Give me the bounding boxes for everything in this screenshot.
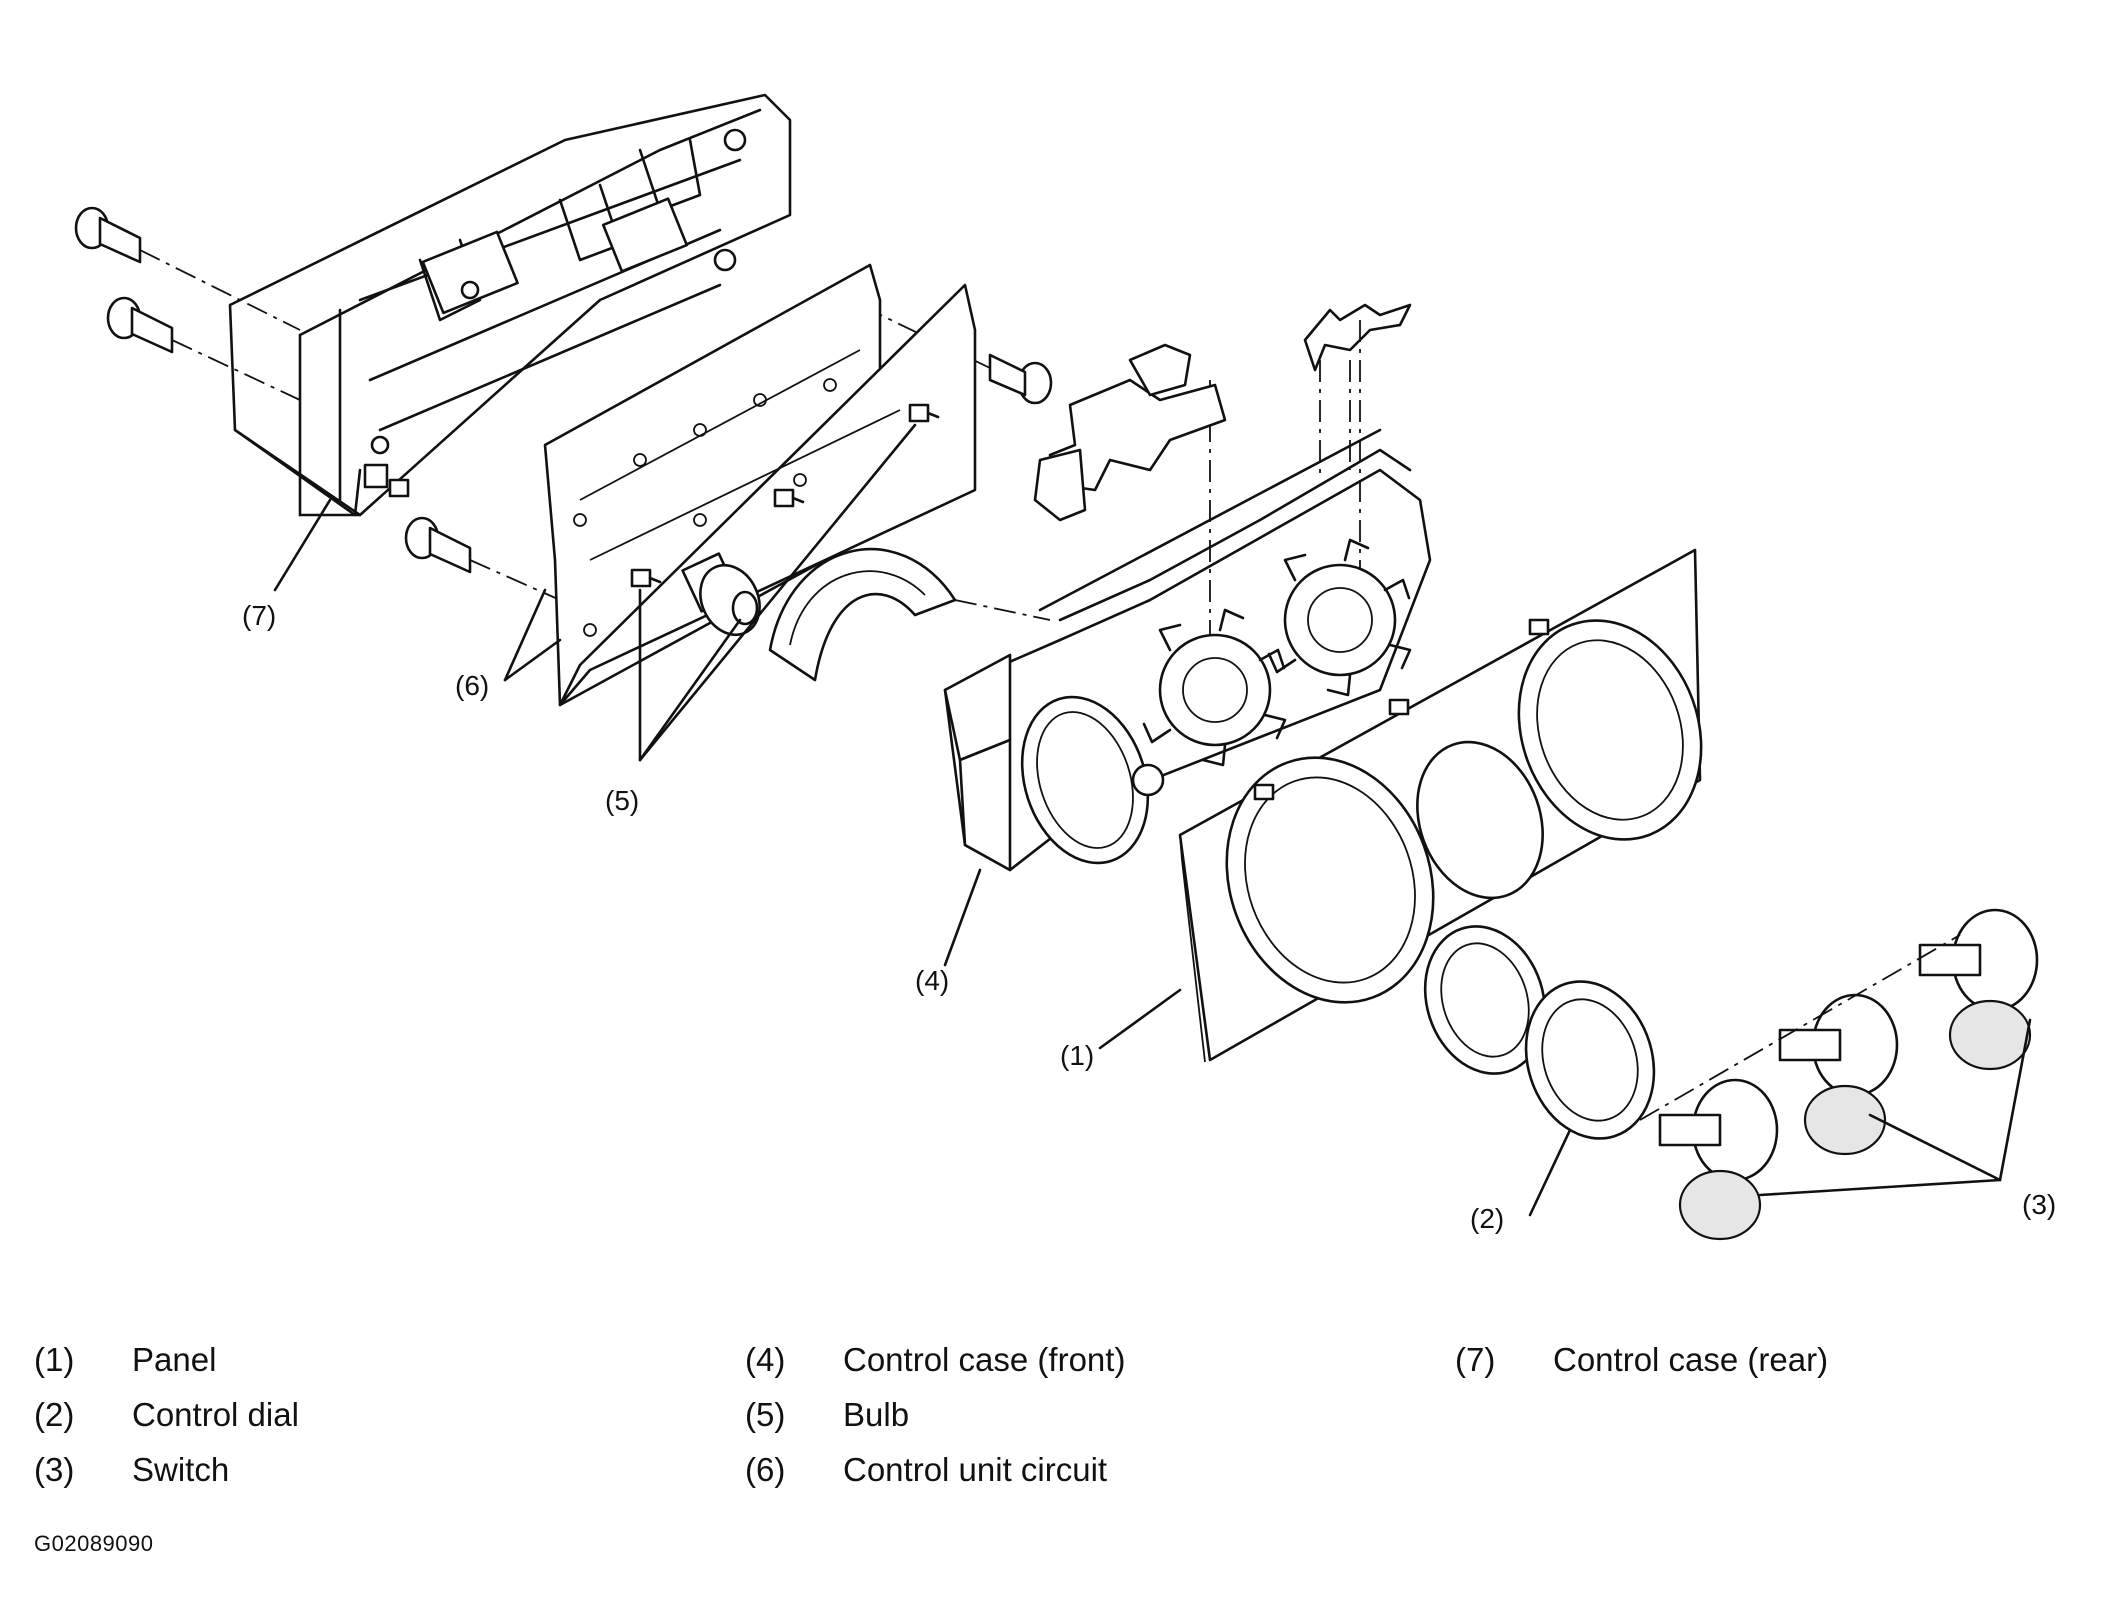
legend-number: (6) [745, 1451, 786, 1488]
legend-number: (4) [745, 1341, 786, 1378]
spring-clip [1303, 303, 1412, 470]
switch-knob [1658, 1078, 1779, 1241]
callout-3: (3) [2022, 1189, 2056, 1220]
legend-label: Switch [132, 1451, 230, 1488]
legend-number: (5) [745, 1396, 786, 1433]
callout-7: (7) [242, 600, 276, 631]
bulb [908, 403, 940, 423]
light-guide-arch [768, 547, 1051, 682]
callout-6: (6) [455, 670, 489, 701]
switch-knob [1918, 908, 2039, 1071]
switch-knob [1778, 993, 1899, 1156]
legend-label: Control dial [132, 1396, 299, 1433]
callout-4: (4) [915, 965, 949, 996]
legend-number: (3) [34, 1451, 75, 1488]
bulbs [630, 403, 940, 762]
bulb [773, 488, 805, 508]
exploded-diagram: (1) (2) (3) (4) (5) (6) (7) [74, 93, 2056, 1241]
figure-id: G02089090 [34, 1531, 154, 1556]
panel [1098, 548, 1703, 1063]
bulb [630, 568, 662, 588]
screw-top-left [74, 206, 301, 331]
callout-5: (5) [605, 785, 639, 816]
legend-label: Control unit circuit [843, 1451, 1108, 1488]
screw-mid-left [106, 296, 301, 401]
switches [1639, 908, 2039, 1241]
control-case-rear [228, 93, 792, 592]
parts-legend: (1) Panel (2) Control dial (3) Switch (4… [0, 1340, 2124, 1540]
legend-label: Control case (front) [843, 1341, 1126, 1378]
callout-1: (1) [1060, 1040, 1094, 1071]
control-dials [1423, 925, 1656, 1217]
legend-label: Bulb [843, 1396, 910, 1433]
gear-right [1267, 538, 1412, 697]
legend-number: (1) [34, 1341, 75, 1378]
control-unit-circuit [503, 263, 977, 707]
callout-2: (2) [1470, 1203, 1504, 1234]
legend-label: Panel [132, 1341, 217, 1378]
screw-lower-left [404, 516, 561, 601]
gear-left [1142, 608, 1287, 767]
legend-number: (7) [1455, 1341, 1496, 1378]
legend-number: (2) [34, 1396, 75, 1433]
legend-label: Control case (rear) [1553, 1341, 1829, 1378]
link-lever [1033, 343, 1227, 522]
